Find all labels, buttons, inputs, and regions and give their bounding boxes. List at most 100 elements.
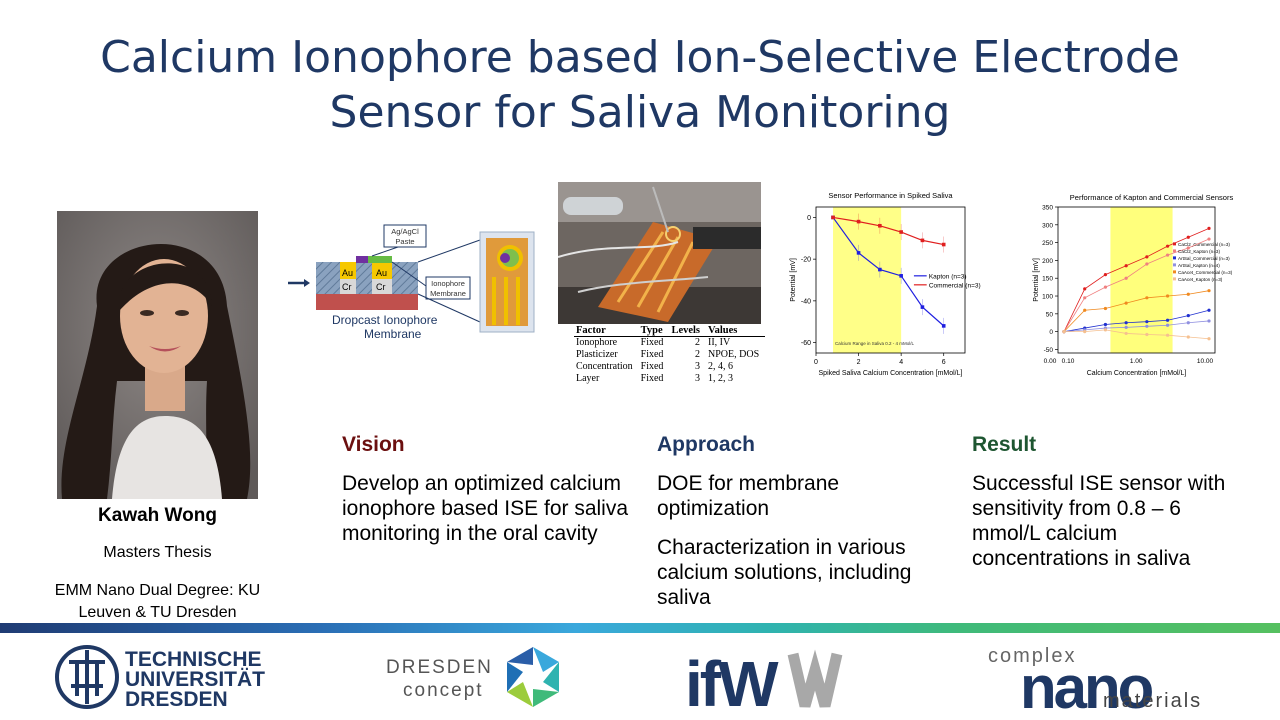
chart1-y-tick-label: -40 bbox=[801, 298, 811, 305]
chart2-x-tick-label: 10.00 bbox=[1197, 358, 1214, 365]
result-heading: Result bbox=[972, 433, 1037, 456]
chart2-point bbox=[1207, 237, 1211, 241]
chart2-point bbox=[1103, 306, 1108, 311]
chart1-x-tick-label: 6 bbox=[942, 359, 946, 366]
cnm-line-3: materials bbox=[1103, 690, 1202, 712]
chart2-x-tick-label: 0.10 bbox=[1062, 358, 1075, 365]
doe-header-levels: Levels bbox=[669, 325, 707, 337]
chart2-point bbox=[1124, 331, 1128, 336]
chart2-point bbox=[1165, 294, 1170, 298]
chart2-point bbox=[1207, 308, 1211, 312]
svg-text:Membrane: Membrane bbox=[364, 327, 422, 341]
chart2-legend-swatch bbox=[1173, 249, 1176, 253]
doe-cell: Fixed bbox=[640, 361, 664, 372]
chart2-point bbox=[1083, 330, 1087, 334]
chart1-legend-label: Kapton (n=3) bbox=[929, 273, 967, 280]
chart2-legend-swatch bbox=[1173, 263, 1176, 267]
chart2-y-tick-label: 100 bbox=[1042, 294, 1053, 301]
chart2-point bbox=[1165, 244, 1170, 248]
diagram-au-1: Au bbox=[342, 268, 353, 278]
chart2-point bbox=[1165, 323, 1170, 327]
dc-line-2: concept bbox=[403, 680, 484, 701]
svg-text:Dropcast Ionophore: Dropcast Ionophore bbox=[332, 313, 438, 327]
chart2-point bbox=[1103, 285, 1108, 289]
chart2-legend-label: CaCl2_Kapton (n=3) bbox=[1178, 249, 1220, 254]
chart1-legend-label: Commercial (n=3) bbox=[929, 282, 981, 289]
chart2-y-tick-label: 250 bbox=[1042, 240, 1053, 247]
diagram-au-2: Au bbox=[376, 268, 387, 278]
chart2-point bbox=[1186, 235, 1190, 239]
chart1-point bbox=[941, 324, 946, 328]
chart2-y-tick-label: -50 bbox=[1044, 347, 1054, 354]
chart1-title: Sensor Performance in Spiked Saliva bbox=[828, 191, 953, 200]
chart2-legend-label: ArtSal_Commercial (n=3) bbox=[1178, 256, 1230, 261]
chart2-point bbox=[1186, 335, 1190, 339]
chart1-point bbox=[899, 274, 903, 278]
chart2-point bbox=[1083, 296, 1087, 300]
chart1-point bbox=[941, 242, 946, 247]
chart2-point bbox=[1124, 325, 1128, 329]
chart2-x-tick-label: 1.00 bbox=[1130, 358, 1143, 365]
doe-cell: Fixed bbox=[640, 373, 664, 384]
doe-header-type: Type bbox=[638, 325, 670, 337]
vision-heading: Vision bbox=[342, 433, 405, 456]
chart1-point bbox=[920, 305, 925, 309]
tud-line-1: TECHNISCHE bbox=[125, 648, 262, 671]
doe-cell: 2 bbox=[695, 349, 701, 360]
chart2-point bbox=[1124, 276, 1128, 280]
chart2-point bbox=[1145, 324, 1149, 328]
ifw-logo: ifW bbox=[685, 640, 865, 720]
chart1-y-tick-label: -60 bbox=[801, 340, 811, 347]
approach-text-1: DOE for membrane optimization bbox=[657, 472, 840, 520]
chart2-frame bbox=[1057, 206, 1216, 354]
doe-cell: Layer bbox=[576, 373, 600, 384]
chart-kapton-commercial: Performance of Kapton and Commercial Sen… bbox=[1030, 185, 1265, 380]
doe-cell: 3 bbox=[695, 361, 701, 372]
doe-cell: Fixed bbox=[640, 337, 664, 348]
chart2-point bbox=[1165, 318, 1170, 322]
chart2-point bbox=[1124, 264, 1128, 268]
diagram-cr-2: Cr bbox=[376, 282, 386, 292]
chart2-point bbox=[1207, 319, 1211, 323]
chart2-x-label: Calcium Concentration [mMol/L] bbox=[1087, 370, 1187, 377]
doe-header-values: Values bbox=[706, 325, 766, 337]
chart2-series-line bbox=[1063, 290, 1210, 332]
cnm-line-1: complex bbox=[988, 645, 1076, 667]
chart2-point bbox=[1145, 262, 1149, 266]
chart2-legend-label: CaAcet_Commercial (n=3) bbox=[1178, 270, 1233, 275]
chart2-point bbox=[1207, 289, 1211, 293]
chart1-annotation: Calcium Range in Saliva 0.2 - 4 mMol/L bbox=[835, 341, 915, 346]
chart2-point bbox=[1124, 321, 1128, 325]
table-row: Plasticizer Fixed 2 NPOE, DOS bbox=[574, 349, 765, 361]
color-strip bbox=[0, 623, 1280, 633]
tud-line-3: DRESDEN bbox=[125, 688, 228, 711]
chart1-point bbox=[878, 267, 882, 272]
chart2-series-line bbox=[1064, 329, 1210, 340]
diagram-cr-1: Cr bbox=[342, 282, 352, 292]
chart1-x-tick-label: 2 bbox=[857, 359, 861, 366]
doe-cell: Fixed bbox=[640, 349, 664, 360]
chart1-frame bbox=[815, 206, 966, 354]
chart2-point bbox=[1165, 333, 1170, 337]
slide-title-line-2: Sensor for Saliva Monitoring bbox=[329, 87, 951, 138]
chart1-y-label: Potential [mV] bbox=[790, 258, 797, 302]
doe-cell: NPOE, DOS bbox=[708, 349, 760, 360]
person-name: Kawah Wong bbox=[98, 505, 217, 526]
doe-table: Factor Type Levels Values Ionophore Fixe… bbox=[574, 325, 766, 385]
chart2-point bbox=[1103, 328, 1108, 332]
doe-cell: Concentration bbox=[576, 361, 633, 372]
chart2-y-tick-label: 200 bbox=[1042, 258, 1053, 265]
doe-cell: II, IV bbox=[708, 337, 731, 348]
chart1-point bbox=[878, 223, 882, 228]
doe-header-factor: Factor bbox=[574, 325, 639, 337]
chart2-point bbox=[1062, 330, 1066, 334]
chart2-x-tick-label: 0.00 bbox=[1044, 358, 1057, 365]
chart2-point bbox=[1145, 320, 1149, 324]
chart2-point bbox=[1083, 308, 1087, 312]
result-text: Successful ISE sensor with sensitivity f… bbox=[972, 472, 1226, 570]
electrode-diagram: Au Cr Au Cr Ag/AgCl Paste Ionophore Memb… bbox=[286, 222, 541, 344]
table-row: Layer Fixed 3 1, 2, 3 bbox=[574, 373, 765, 385]
chart1-point bbox=[920, 238, 925, 243]
chart1-point bbox=[831, 215, 835, 220]
complex-nano-materials-logo: complex nano materials bbox=[985, 640, 1230, 720]
